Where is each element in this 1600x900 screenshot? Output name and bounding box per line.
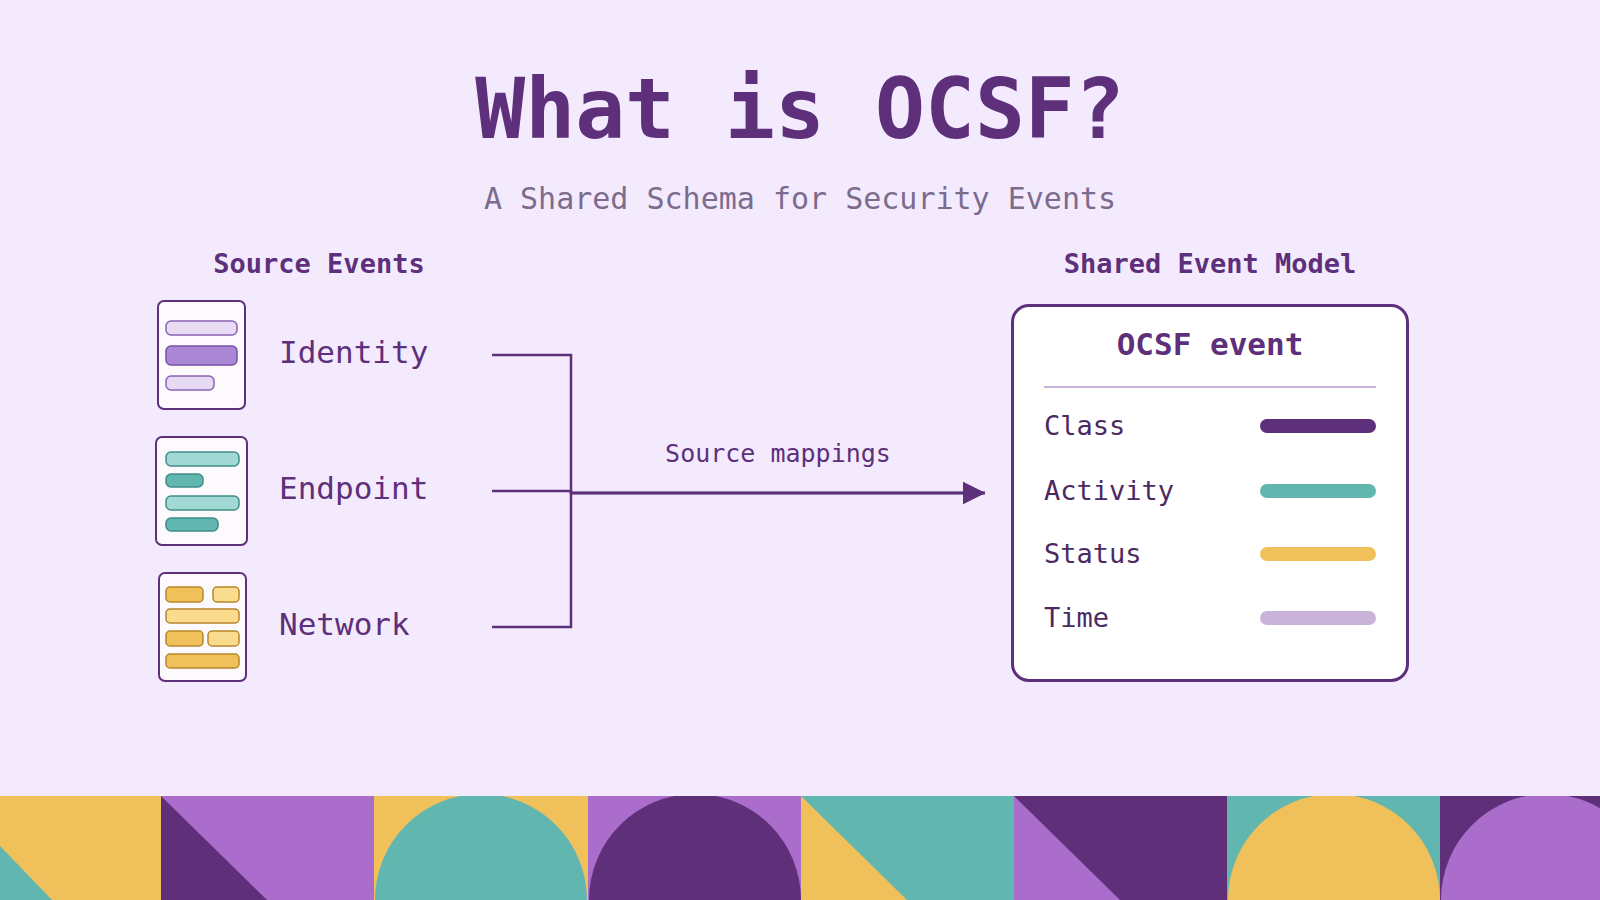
band-semicircle xyxy=(589,796,801,900)
connector-arrow xyxy=(492,493,985,627)
source-label: Identity xyxy=(279,332,479,372)
source-event: Identity xyxy=(158,301,480,409)
icon-bar xyxy=(166,376,214,390)
band-semicircle xyxy=(1228,796,1440,900)
field-bar xyxy=(1260,611,1376,625)
icon-bar xyxy=(166,496,239,510)
connector-group xyxy=(492,355,985,627)
icon-bar xyxy=(208,631,239,646)
field-label: Time xyxy=(1044,601,1244,635)
source-label: Endpoint xyxy=(279,468,479,508)
field-label: Activity xyxy=(1044,474,1244,508)
icon-card xyxy=(158,301,245,409)
divider-line xyxy=(1044,386,1376,388)
icon-bar xyxy=(166,631,203,646)
event-model-box: Shared Event ModelOCSF eventClassActivit… xyxy=(1011,240,1409,682)
band-semicircle xyxy=(1441,796,1600,900)
icon-bar xyxy=(166,346,237,365)
section-heading: Shared Event Model xyxy=(1011,247,1409,281)
band-tile xyxy=(1014,796,1228,900)
icon-bar xyxy=(166,321,237,335)
field-bar xyxy=(1260,484,1376,498)
edge-label: Source mappings xyxy=(578,437,978,471)
source-label: Network xyxy=(279,604,479,644)
network-icon xyxy=(159,573,246,681)
band-triangle xyxy=(0,846,52,900)
connector-arrow xyxy=(492,355,985,493)
endpoint-icon xyxy=(156,437,247,545)
band-triangle xyxy=(1014,796,1120,900)
diagram-title: What is OCSF? xyxy=(0,58,1600,162)
icon-bar xyxy=(166,452,239,466)
subtitle: A Shared Schema for Security Events xyxy=(0,179,1600,219)
band-tile xyxy=(0,796,162,900)
pattern-band xyxy=(0,796,1600,900)
connector-arrow xyxy=(492,491,985,493)
band-triangle xyxy=(161,796,267,900)
identity-icon xyxy=(158,301,245,409)
icon-card xyxy=(156,437,247,545)
source-event: Endpoint xyxy=(158,437,480,545)
icon-card xyxy=(159,573,246,681)
icon-bar xyxy=(166,518,218,531)
icon-bar xyxy=(166,474,203,487)
icon-bar xyxy=(166,587,203,602)
band-semicircle xyxy=(375,796,587,900)
source-event: Network xyxy=(158,573,480,681)
icon-bar xyxy=(166,654,239,668)
icon-bar xyxy=(213,587,239,602)
section-heading: Source Events xyxy=(119,247,519,281)
band-tile xyxy=(161,796,375,900)
box-title: OCSF event xyxy=(1011,324,1409,364)
band-tile xyxy=(801,796,1015,900)
field-bar xyxy=(1260,547,1376,561)
band-triangle xyxy=(801,796,907,900)
icon-bar xyxy=(166,609,239,623)
field-bar xyxy=(1260,419,1376,433)
field-label: Status xyxy=(1044,537,1244,571)
field-label: Class xyxy=(1044,409,1244,443)
